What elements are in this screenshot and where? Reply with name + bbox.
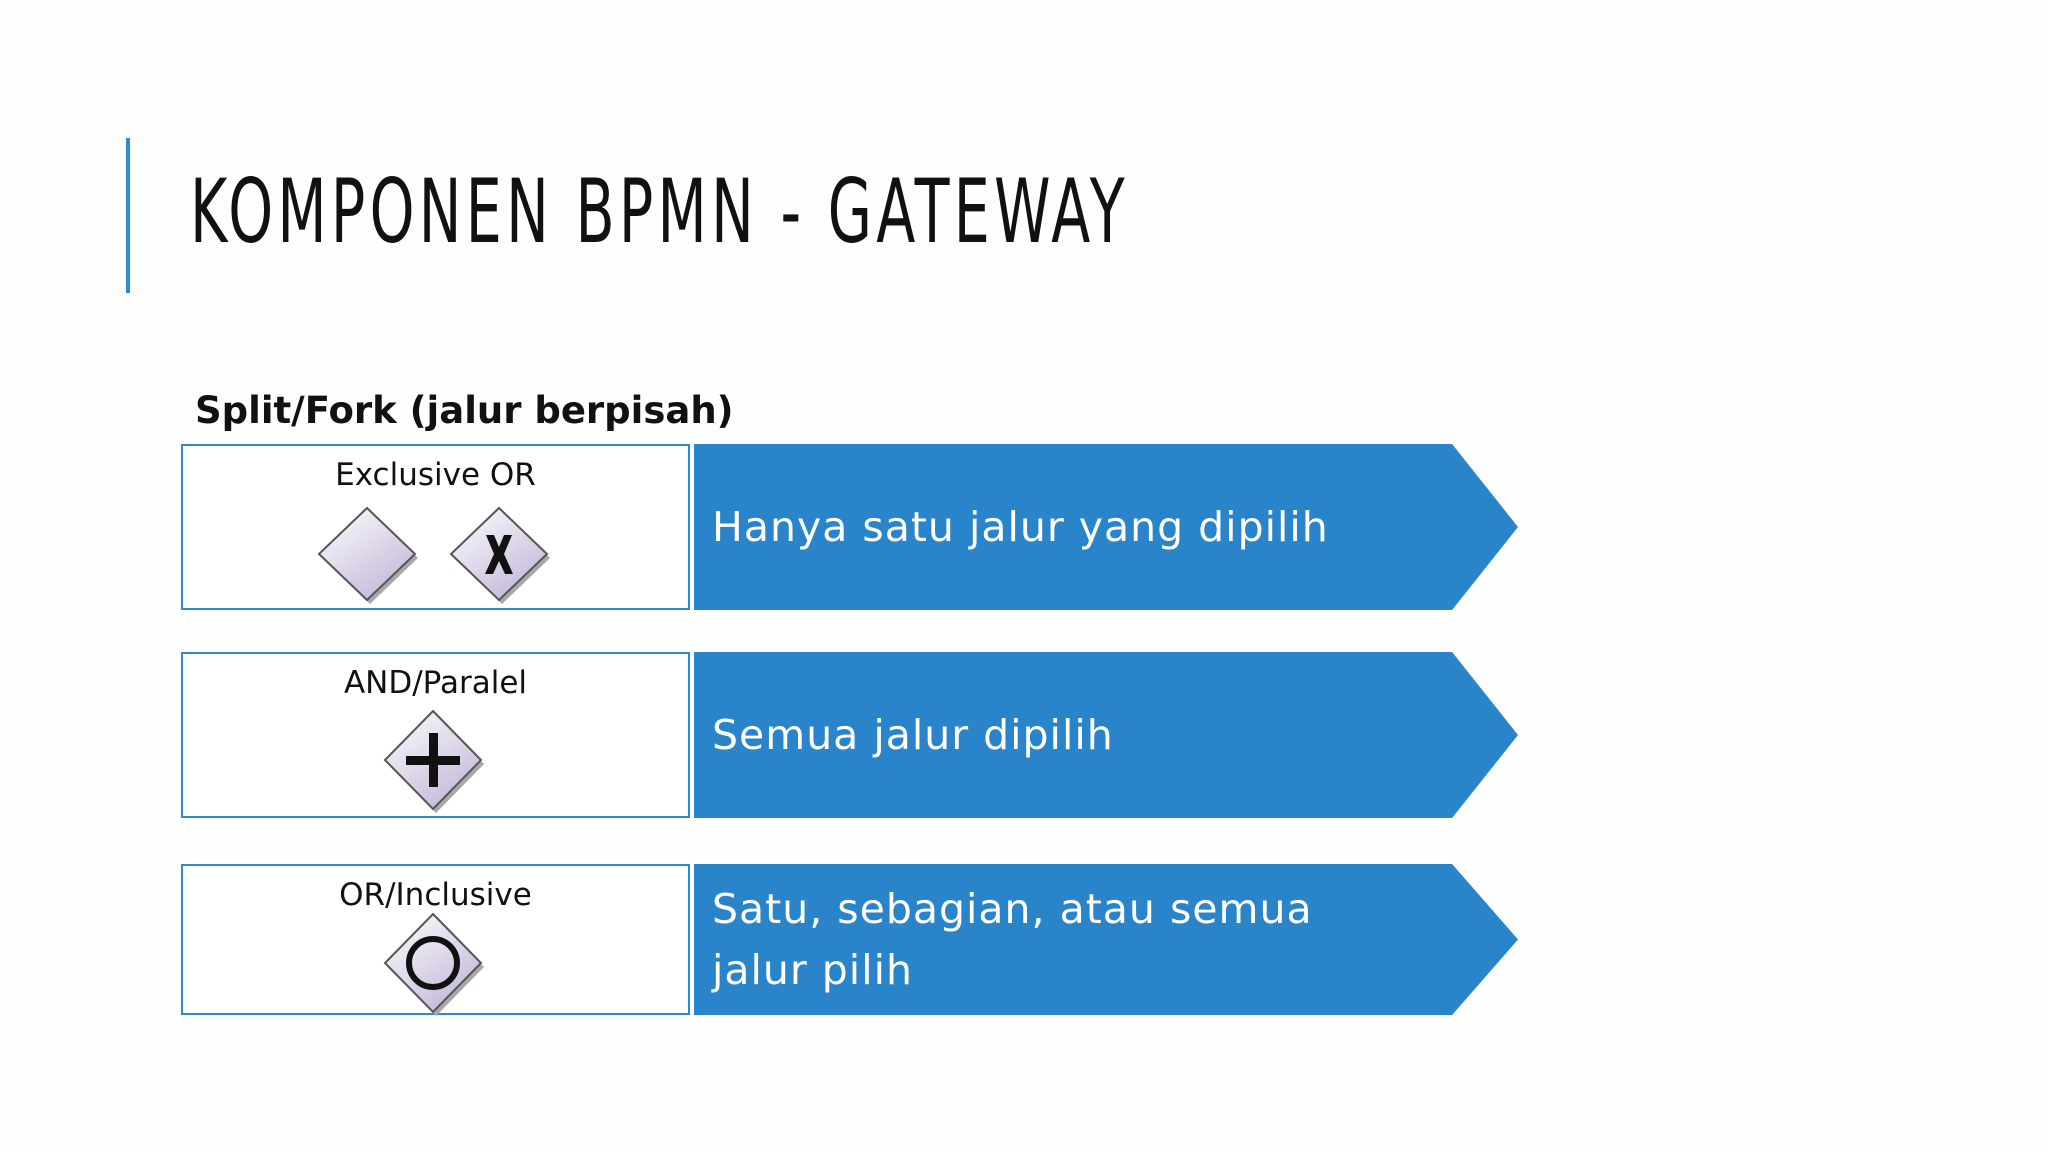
gateway-icon-box: OR/Inclusive [181, 864, 690, 1016]
description-arrow: Semua jalur dipilih [694, 652, 1518, 818]
gateway-icon-box: Exclusive OR [181, 444, 690, 610]
gateway-icon-box: AND/Paralel [181, 652, 690, 818]
gateway-description: Semua jalur dipilih [712, 710, 1114, 759]
exclusive-x-gateway-icon [449, 506, 550, 604]
gateway-row-exclusive-or: Exclusive OR Hanya satu jalur yang dipil… [181, 444, 1518, 610]
gateway-row-or-inclusive: OR/Inclusive Satu, sebagian, atau semua … [181, 864, 1518, 1016]
description-arrow: Hanya satu jalur yang dipilih [694, 444, 1518, 610]
title-accent-bar [126, 138, 130, 293]
parallel-plus-gateway-icon [383, 709, 484, 813]
gateway-label: AND/Paralel [343, 665, 528, 701]
slide-subtitle: Split/Fork (jalur berpisah) [195, 389, 734, 432]
gateway-description: Satu, sebagian, atau semua jalur pilih [712, 884, 1313, 994]
gateway-label: Exclusive OR [335, 457, 536, 493]
gateway-row-and-parallel: AND/Paralel Semua jalur dipilih [181, 652, 1518, 818]
slide-title: KOMPONEN BPMN - GATEWAY [190, 160, 1129, 263]
gateway-label: OR/Inclusive [339, 877, 532, 913]
inclusive-circle-gateway-icon [383, 912, 484, 1016]
gateway-description: Hanya satu jalur yang dipilih [712, 502, 1329, 551]
description-arrow: Satu, sebagian, atau semua jalur pilih [694, 864, 1518, 1015]
blank-gateway-icon [317, 506, 418, 604]
